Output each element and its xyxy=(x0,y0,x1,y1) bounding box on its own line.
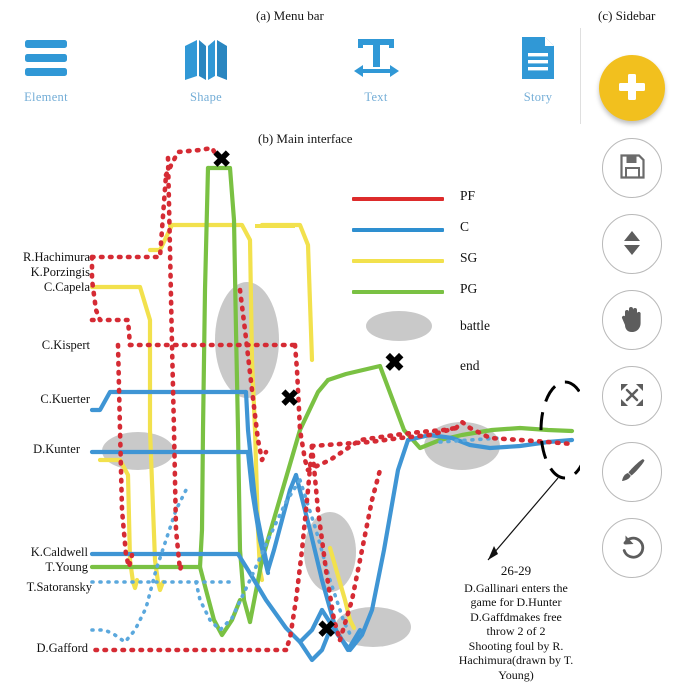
series-pg xyxy=(89,165,575,638)
series-sg-dashed xyxy=(168,223,303,228)
legend-cross-icon: ✖ xyxy=(384,349,405,377)
expand-button[interactable] xyxy=(602,366,662,426)
player-label-hachimura: R.Hachimura xyxy=(23,250,90,264)
save-button[interactable] xyxy=(602,138,662,198)
player-label-young: T.Young xyxy=(45,560,88,574)
player-label-gafford: D.Gafford xyxy=(36,641,89,655)
storyline-chart[interactable] xyxy=(0,130,580,700)
paintbrush-icon xyxy=(619,457,646,487)
floppy-disk-icon xyxy=(619,153,646,183)
hand-icon xyxy=(619,305,645,336)
chart-legend: PF C SG PG battle ✖ end xyxy=(352,186,512,388)
player-label-kunter: D.Kunter xyxy=(33,442,80,456)
legend-ellipse-icon xyxy=(366,311,432,341)
annotation-line: Shooting foul by R. xyxy=(468,638,564,653)
legend-row-c: C xyxy=(352,217,512,248)
end-marker-icon: ✖ xyxy=(212,146,232,172)
legend-row-pf: PF xyxy=(352,186,512,217)
annotation-line: Young) xyxy=(498,667,534,682)
expand-arrows-icon xyxy=(619,382,645,411)
annotation-line: throw 2 of 2 xyxy=(486,624,546,638)
annotation-line: Hachimura(drawn by T. xyxy=(458,653,574,667)
series-c xyxy=(89,389,575,663)
menu-item-element-label: Element xyxy=(24,90,68,104)
text-width-icon xyxy=(350,30,402,86)
folded-map-icon xyxy=(182,30,230,86)
menu-sidebar-divider xyxy=(580,28,581,124)
hamburger-lines-icon xyxy=(23,30,69,86)
end-marker-icon: ✖ xyxy=(317,616,337,642)
player-label-caldwell: K.Caldwell xyxy=(30,545,88,559)
legend-label-sg: SG xyxy=(460,250,478,265)
legend-label-battle: battle xyxy=(460,318,490,333)
legend-label-pf: PF xyxy=(460,188,476,203)
menu-item-text[interactable]: Text xyxy=(330,30,422,122)
end-marker-icon: ✖ xyxy=(280,385,300,411)
annotation-line: D.Gallinari enters the xyxy=(464,580,568,595)
battle-ellipse xyxy=(424,422,500,470)
legend-label-end: end xyxy=(460,358,480,373)
main-interface-canvas[interactable] xyxy=(0,130,580,700)
caption-main-interface: (b) Main interface xyxy=(258,131,353,146)
series-c-dotted xyxy=(90,436,502,645)
menu-item-story-label: Story xyxy=(523,90,553,104)
menu-bar: Element Shape xyxy=(0,30,580,122)
menu-item-shape-label: Shape xyxy=(189,90,223,104)
document-icon xyxy=(516,30,560,86)
annotation-score: 26-29 xyxy=(500,563,532,578)
legend-swatch-c xyxy=(352,228,444,232)
pan-button[interactable] xyxy=(602,290,662,350)
menu-item-shape[interactable]: Shape xyxy=(160,30,252,122)
legend-row-pg: PG xyxy=(352,279,512,310)
legend-swatch-sg xyxy=(352,259,444,263)
annotation-line: game for D.Hunter xyxy=(470,595,562,609)
undo-arrow-icon xyxy=(619,533,646,563)
legend-label-c: C xyxy=(460,219,470,234)
battle-ellipse xyxy=(215,282,279,398)
menu-item-element[interactable]: Element xyxy=(0,30,92,122)
legend-row-sg: SG xyxy=(352,248,512,279)
legend-row-end: ✖ end xyxy=(352,349,512,388)
up-down-arrow-icon xyxy=(621,230,643,259)
undo-button[interactable] xyxy=(602,518,662,578)
annotation-line: D.Gaffdmakes free xyxy=(470,609,562,624)
sort-button[interactable] xyxy=(602,214,662,274)
legend-swatch-pg xyxy=(352,290,444,294)
legend-label-pg: PG xyxy=(460,281,478,296)
legend-swatch-pf xyxy=(352,197,444,201)
sidebar xyxy=(588,50,689,650)
legend-row-battle: battle xyxy=(352,310,512,352)
player-label-capela: C.Capela xyxy=(43,280,90,294)
player-label-satoransky: T.Satoransky xyxy=(26,580,92,594)
player-label-kispert: C.Kispert xyxy=(41,338,90,352)
caption-sidebar: (c) Sidebar xyxy=(598,8,656,23)
event-annotation: 26-29 D.Gallinari enters the game for D.… xyxy=(432,563,600,682)
series-pf xyxy=(89,145,575,653)
caption-menu-bar: (a) Menu bar xyxy=(256,8,324,23)
add-button[interactable] xyxy=(599,55,665,121)
menu-item-story[interactable]: Story xyxy=(492,30,584,122)
player-label-kuerter: C.Kuerter xyxy=(40,392,90,406)
brush-button[interactable] xyxy=(602,442,662,502)
player-label-porzingis: K.Porzingis xyxy=(30,265,90,279)
plus-icon xyxy=(615,70,649,107)
annotation-leader-line xyxy=(487,477,559,561)
menu-item-text-label: Text xyxy=(364,90,388,104)
